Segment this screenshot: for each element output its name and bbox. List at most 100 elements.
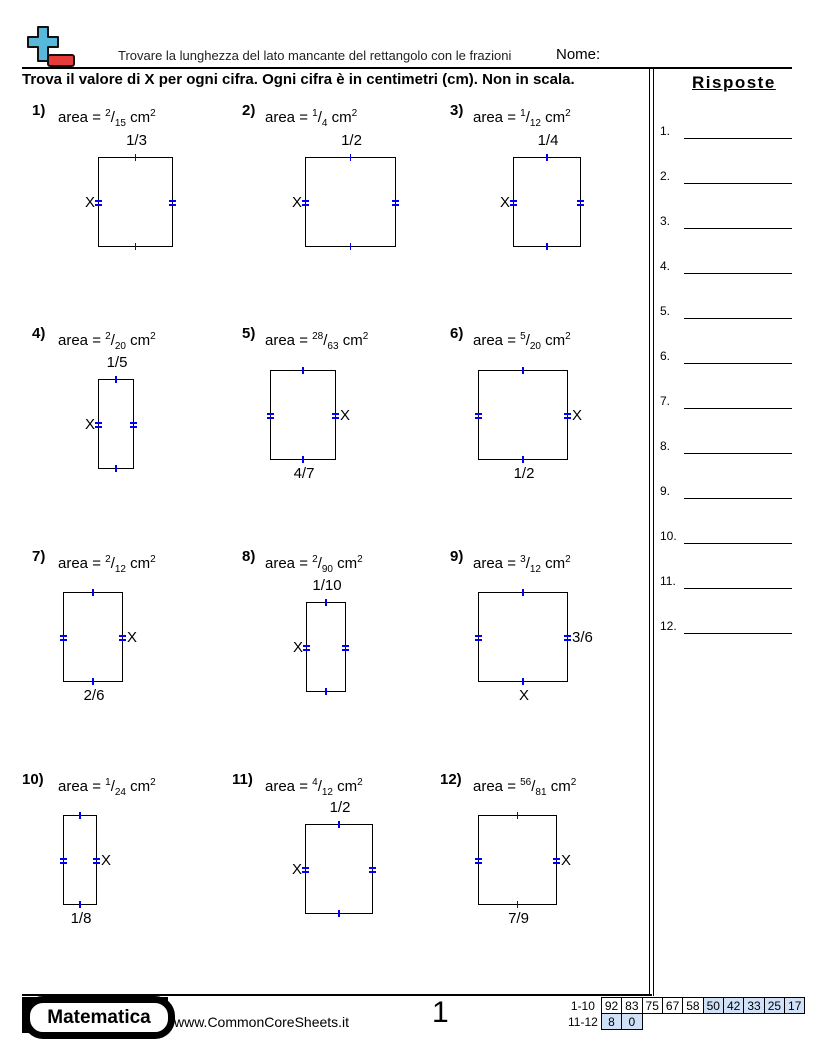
answer-number: 5. — [660, 304, 671, 318]
right-side-label: X — [127, 629, 138, 646]
area-denominator: 12 — [529, 564, 541, 575]
worksheet-title: Trovare la lunghezza del lato mancante d… — [118, 48, 512, 63]
area-denominator: 12 — [529, 118, 541, 129]
bottom-side-label: X — [518, 687, 530, 704]
area-numerator: 28 — [312, 331, 324, 342]
header-divider — [22, 67, 792, 69]
area-expression: area = 1/12 cm2 — [473, 108, 571, 129]
right-side-label: 3/6 — [572, 629, 593, 646]
answer-number: 11. — [660, 574, 676, 588]
answer-number: 12. — [660, 619, 677, 633]
answer-number: 1. — [660, 124, 671, 138]
area-numerator: 1 — [312, 108, 318, 119]
area-denominator: 20 — [114, 341, 126, 352]
answer-number: 6. — [660, 349, 671, 363]
answer-line[interactable] — [684, 183, 792, 184]
answer-line[interactable] — [684, 363, 792, 364]
area-unit: cm — [342, 332, 363, 349]
area-exponent: 2 — [565, 331, 571, 342]
problem-number: 1) — [32, 102, 46, 119]
answer-line[interactable] — [684, 633, 792, 634]
problem-number: 5) — [242, 325, 256, 342]
answer-line[interactable] — [684, 273, 792, 274]
answer-line[interactable] — [684, 228, 792, 229]
area-unit: cm — [337, 778, 358, 795]
problem-number: 3) — [450, 102, 464, 119]
area-expression: area = 5/20 cm2 — [473, 331, 571, 352]
area-expression: area = 2/20 cm2 — [58, 331, 156, 352]
answer-number: 10. — [660, 529, 677, 543]
answer-line[interactable] — [684, 498, 792, 499]
score-cell: 17 — [784, 997, 806, 1014]
area-numerator: 2 — [105, 108, 111, 119]
area-exponent: 2 — [351, 108, 358, 119]
right-side-label: X — [572, 407, 583, 424]
area-unit: cm — [545, 332, 566, 349]
area-numerator: 4 — [312, 777, 318, 788]
area-expression: area = 2/90 cm2 — [265, 554, 363, 575]
area-expression: area = 2/15 cm2 — [58, 108, 156, 129]
area-denominator: 24 — [114, 787, 126, 798]
name-label: Nome: — [556, 46, 601, 63]
score-cell: 67 — [661, 997, 684, 1014]
answer-line[interactable] — [684, 318, 792, 319]
area-unit: cm — [545, 555, 566, 572]
bottom-side-label: 2/6 — [83, 687, 105, 704]
bottom-side-label: 1/8 — [70, 910, 92, 927]
area-label: area = — [265, 778, 308, 795]
page-number: 1 — [432, 996, 449, 1029]
right-side-label: X — [101, 852, 112, 869]
area-numerator: 2 — [105, 554, 111, 565]
area-label: area = — [58, 332, 101, 349]
area-exponent: 2 — [565, 554, 571, 565]
score-cell: 8 — [600, 1013, 623, 1030]
area-exponent: 2 — [357, 777, 363, 788]
area-label: area = — [58, 555, 101, 572]
area-label: area = — [473, 555, 516, 572]
score-cell: 0 — [621, 1013, 643, 1030]
area-numerator: 3 — [520, 554, 526, 565]
top-side-label: 1/4 — [537, 132, 559, 149]
area-exponent: 2 — [150, 777, 156, 788]
answer-line[interactable] — [684, 138, 792, 139]
left-side-label: X — [499, 194, 510, 211]
area-denominator: 15 — [114, 118, 126, 129]
area-label: area = — [265, 109, 308, 126]
answer-line[interactable] — [684, 453, 792, 454]
area-expression: area = 28/63 cm2 — [265, 331, 369, 352]
area-expression: area = 1/24 cm2 — [58, 777, 156, 798]
area-numerator: 1 — [105, 777, 111, 788]
answer-line[interactable] — [684, 588, 792, 589]
score-cell: 50 — [702, 997, 724, 1014]
score-cell: 92 — [600, 997, 623, 1014]
answer-line[interactable] — [684, 543, 792, 544]
score-cell: 25 — [763, 997, 786, 1014]
logo-icon — [24, 24, 76, 68]
problem-number: 10) — [22, 771, 44, 788]
area-denominator: 4 — [321, 118, 328, 129]
area-expression: area = 1/4 cm2 — [265, 108, 358, 129]
answer-number: 7. — [660, 394, 671, 408]
area-denominator: 90 — [321, 564, 333, 575]
problem-number: 6) — [450, 325, 464, 342]
rectangle-figure: 2/6 X — [60, 589, 137, 704]
area-label: area = — [473, 332, 516, 349]
area-numerator: 2 — [312, 554, 318, 565]
area-label: area = — [473, 778, 516, 795]
score-cell: 83 — [621, 997, 643, 1014]
left-side-label: X — [84, 416, 95, 433]
score-cell: 58 — [682, 997, 704, 1014]
area-denominator: 12 — [114, 564, 126, 575]
answer-number: 9. — [660, 484, 671, 498]
top-side-label: 1/10 — [312, 577, 342, 594]
answer-line[interactable] — [684, 408, 792, 409]
left-side-label: X — [84, 194, 95, 211]
area-exponent: 2 — [150, 554, 156, 565]
